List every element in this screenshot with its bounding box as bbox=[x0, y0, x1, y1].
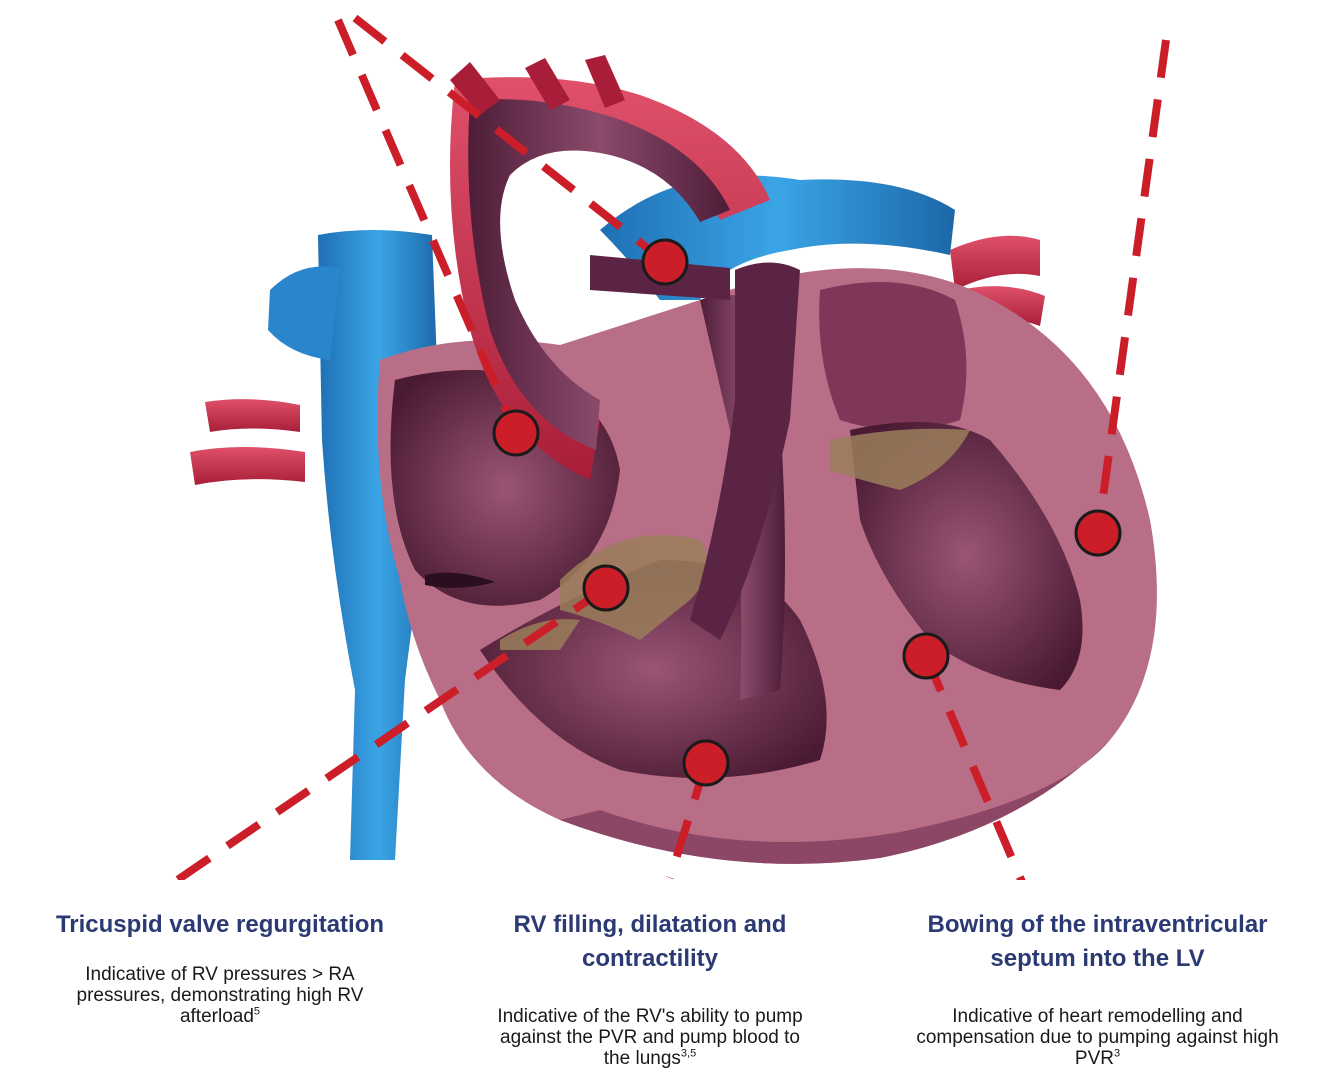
reference-superscript: 3 bbox=[1114, 1048, 1120, 1060]
label-heading: Bowing of the intraventricular septum in… bbox=[890, 908, 1305, 976]
label-description: Indicative of RV pressures > RA pressure… bbox=[20, 964, 420, 1027]
marker-septum bbox=[904, 634, 948, 678]
label-septum-bowing: Bowing of the intraventricular septum in… bbox=[890, 908, 1305, 1069]
marker-tricuspid-valve bbox=[584, 566, 628, 610]
label-tricuspid-regurgitation: Tricuspid valve regurgitation Indicative… bbox=[20, 908, 420, 1027]
label-heading: RV filling, dilatation and contractility bbox=[470, 908, 830, 976]
label-description: Indicative of the RV's ability to pump a… bbox=[470, 1006, 830, 1069]
reference-superscript: 3,5 bbox=[681, 1048, 696, 1060]
marker-right-atrium bbox=[494, 411, 538, 455]
leader-line-lv bbox=[1098, 40, 1166, 533]
marker-left-ventricle bbox=[1076, 511, 1120, 555]
left-atrium bbox=[819, 282, 966, 430]
marker-pulmonary-artery bbox=[643, 240, 687, 284]
label-description: Indicative of heart remodelling and comp… bbox=[890, 1006, 1305, 1069]
label-heading: Tricuspid valve regurgitation bbox=[20, 908, 420, 942]
heart-diagram bbox=[0, 0, 1330, 880]
label-rv-filling: RV filling, dilatation and contractility… bbox=[470, 908, 830, 1069]
marker-rv-wall bbox=[684, 741, 728, 785]
reference-superscript: 5 bbox=[254, 1006, 260, 1018]
